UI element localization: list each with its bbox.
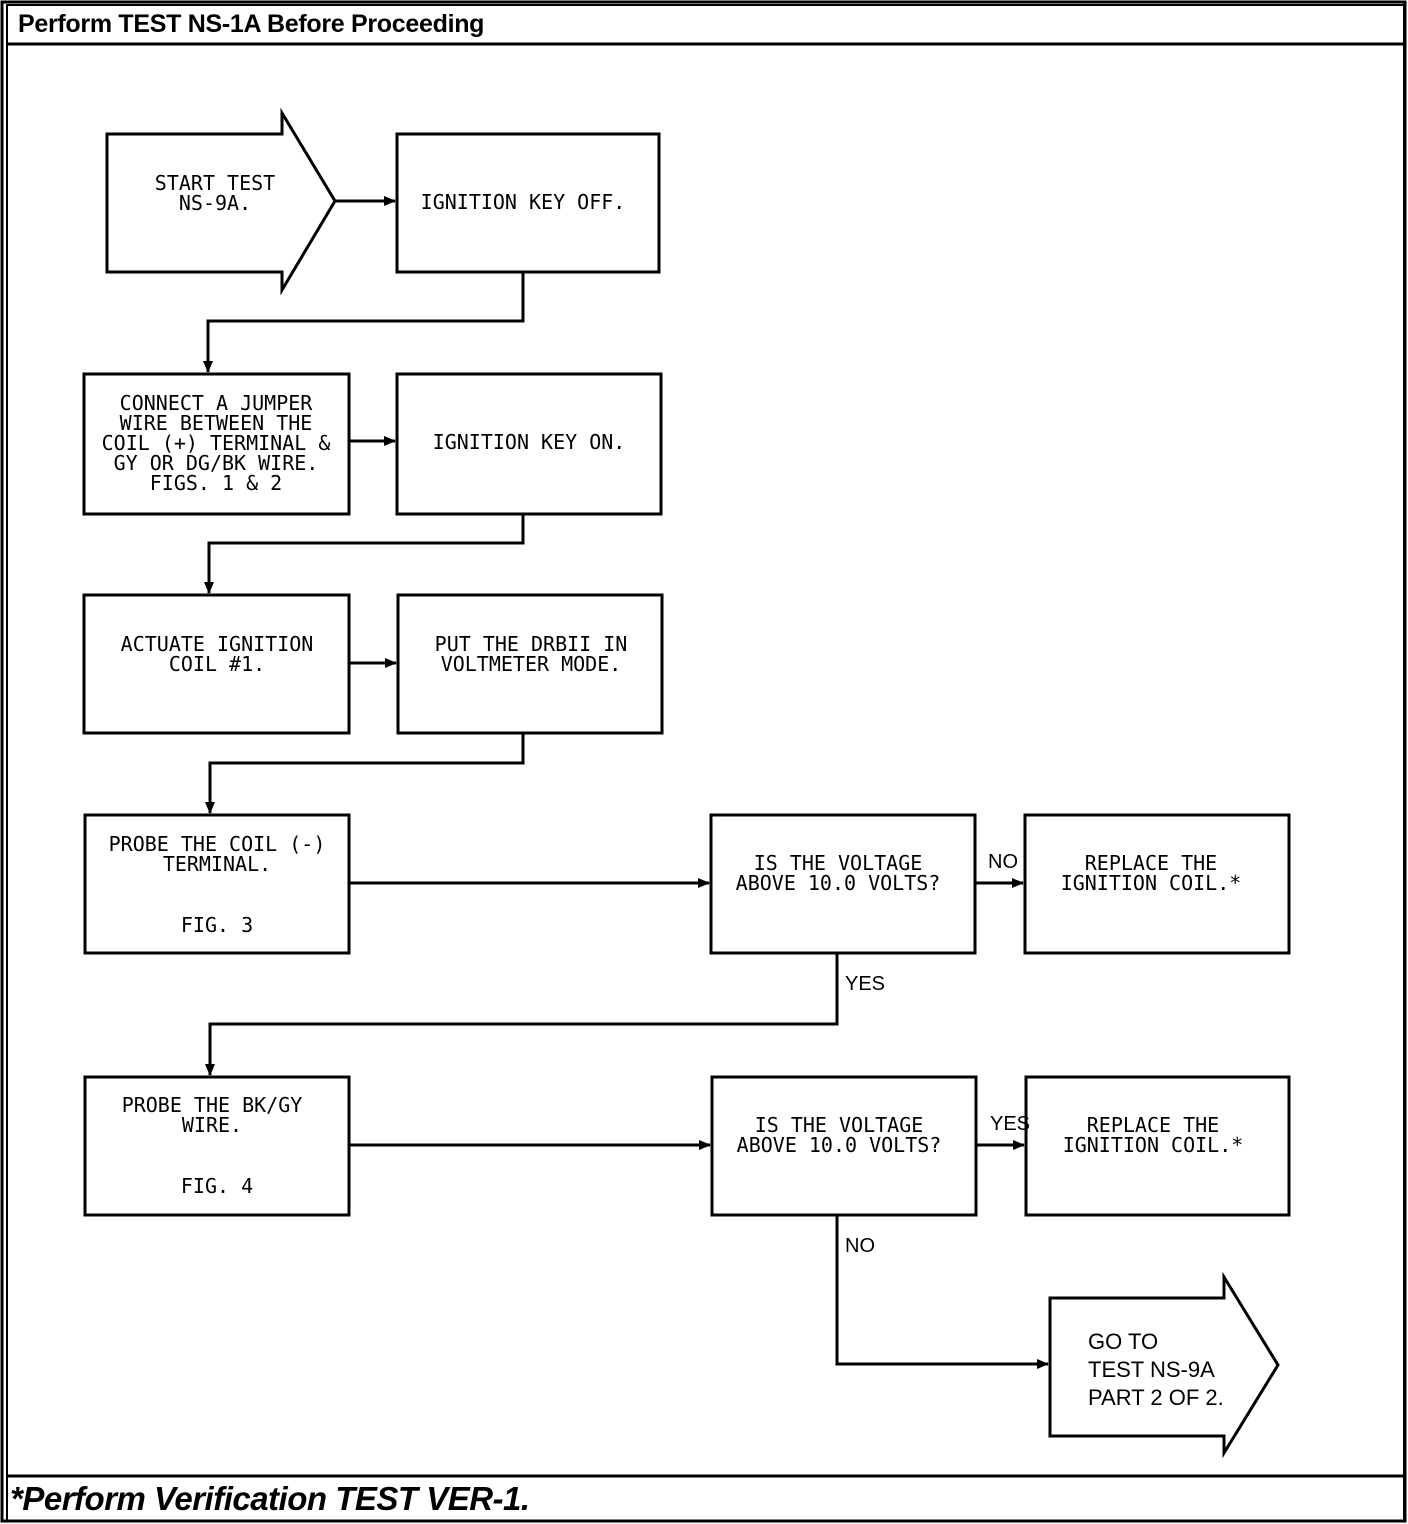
footer-note: *Perform Verification TEST VER-1. (10, 1480, 530, 1517)
replace1-box (1023, 813, 1291, 955)
key-on-box (395, 372, 663, 516)
decision2-label: IS THE VOLTAGE ABOVE 10.0 VOLTS? (736, 1113, 942, 1157)
drbii-box (396, 593, 664, 735)
probe-coil-fig-label: FIG. 3 (180, 913, 254, 937)
edge-keyoff-to-jumper (203, 272, 525, 373)
goto-arrow-shape (1048, 1271, 1280, 1459)
actuate-label: ACTUATE IGNITION COIL #1. (120, 632, 314, 676)
key-off-box (395, 132, 661, 274)
edge-label-d2-no: NO (845, 1235, 875, 1257)
replace1-label: REPLACE THE IGNITION COIL.* (1060, 851, 1242, 895)
jumper-label: CONNECT A JUMPER WIRE BETWEEN THE COIL (… (101, 391, 331, 495)
edge-label-d1-no: NO (988, 851, 1018, 873)
probe-wire-fig-label: FIG. 4 (180, 1174, 254, 1198)
probe-coil-label: PROBE THE COIL (-) TERMINAL. (108, 832, 326, 876)
edge-label-d2-yes: YES (990, 1113, 1031, 1135)
edge-drbii-to-probecoil (205, 733, 525, 814)
decision1-label: IS THE VOLTAGE ABOVE 10.0 VOLTS? (735, 851, 941, 895)
header-title: Perform TEST NS-1A Before Proceeding (18, 10, 485, 38)
key-on-label: IGNITION KEY ON. (432, 430, 626, 454)
edge-decision2-no (835, 1215, 1049, 1369)
drbii-label: PUT THE DRBII IN VOLTMETER MODE. (434, 632, 628, 676)
replace2-label: REPLACE THE IGNITION COIL.* (1062, 1113, 1244, 1157)
key-off-label: IGNITION KEY OFF. (420, 190, 626, 214)
goto-label: GO TO TEST NS-9A PART 2 OF 2. (1088, 1329, 1224, 1410)
edge-keyon-to-actuate (204, 514, 525, 594)
replace2-box (1024, 1075, 1291, 1217)
edge-decision1-yes (205, 953, 839, 1076)
start-label: START TEST NS-9A. (154, 171, 276, 215)
jumper-box (82, 372, 351, 516)
probe-wire-label: PROBE THE BK/GY WIRE. (121, 1093, 303, 1137)
edge-label-d1-yes: YES (845, 973, 886, 995)
start-arrow-shape (105, 107, 337, 296)
